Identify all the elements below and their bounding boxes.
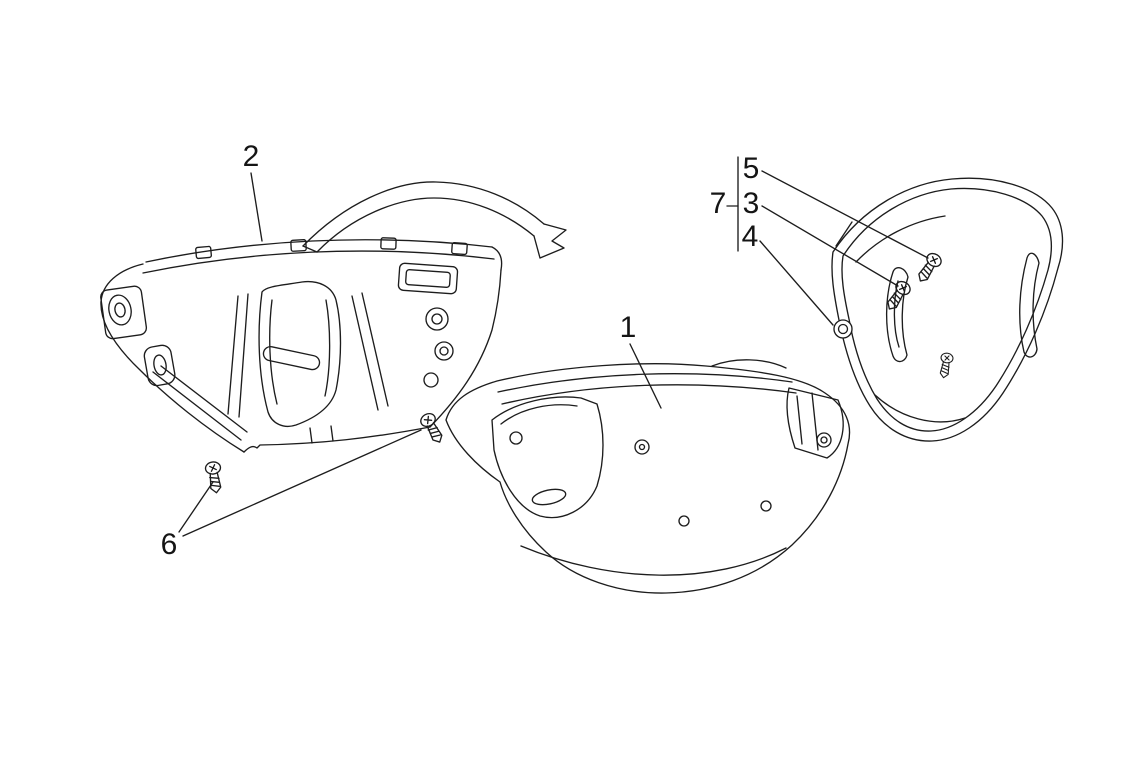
callout-label-3: 3 [742,187,760,220]
outline [100,301,245,453]
detail-line [324,299,331,397]
lower-bracket [143,344,176,387]
callout-label-4: 4 [741,220,759,253]
detail-line [835,221,853,247]
crease-line [520,545,787,576]
instrument-opening [258,280,342,428]
outline [100,263,144,303]
rim-clip [451,241,468,256]
end-flap [533,223,567,259]
bracket-hole [820,436,828,444]
detail-line [893,280,900,348]
rim-clip [195,245,213,260]
leader-5 [761,170,929,259]
windshield-spoiler [831,177,1064,442]
callout-label-2: 2 [242,140,260,173]
grommet-outer [833,319,853,339]
outline [445,363,851,594]
detail-line [160,365,248,433]
rib [238,293,249,418]
hole [678,515,690,527]
leader-2 [250,172,263,242]
display-window-inner [405,269,451,288]
outline [302,181,545,247]
detail-line [811,392,819,451]
bottom-tab [309,425,334,444]
leader-6a [178,481,214,533]
spacer-grommet-4 [833,319,853,339]
rim-cap [491,246,503,271]
clamp-hole [108,294,132,326]
callout-label-1: 1 [619,311,637,344]
rib [361,292,389,407]
left-slot [885,267,909,363]
rib [351,295,379,411]
detail-line [302,245,318,253]
outline [243,426,431,453]
callout-label-5: 5 [742,152,760,185]
callout-label-6: 6 [160,528,178,561]
rear-handlebar-cover [100,181,567,453]
detail-line [269,299,278,405]
left-recess [491,396,604,519]
screw-5 [913,250,945,286]
hole [634,439,650,455]
recess-slot [531,488,567,506]
round-detail [425,307,449,331]
crease-line [711,359,787,369]
outline [831,177,1064,442]
hole [638,443,646,451]
grommet-inner [837,323,849,335]
inner-outline [841,187,1053,432]
callout-label-7: 7 [709,187,727,220]
round-detail [439,346,449,356]
bracket-hole [816,432,832,448]
detail-line [152,371,242,441]
rim-clip [290,239,307,252]
outline [316,197,535,253]
leader-4 [759,240,834,326]
crease-line [501,384,797,405]
leader-6b [182,429,422,537]
lower-bracket-hole [153,354,167,376]
crease-line [855,215,946,263]
round-detail [431,313,443,325]
crease-line [874,394,966,423]
leader-lines [178,156,929,537]
detail-line [500,404,578,425]
detail-line [796,395,803,445]
rim-line [142,250,495,274]
hole [509,431,523,445]
display-window [397,262,459,295]
center-slot [262,345,321,371]
front-handlebar-cover [445,359,851,594]
hole [760,500,772,512]
clamp-hole [114,302,126,318]
round-detail [434,341,454,361]
rim-clip [380,237,397,250]
crease-line [497,373,793,393]
outline [429,269,502,428]
leader-1 [629,343,662,409]
rim-line [145,239,493,263]
rib [227,295,239,415]
right-slot [1019,252,1040,358]
right-bracket [786,387,844,459]
clamp-bracket [100,285,148,340]
leader-3 [761,205,899,287]
screw-lower [937,351,955,380]
round-detail [423,372,439,388]
